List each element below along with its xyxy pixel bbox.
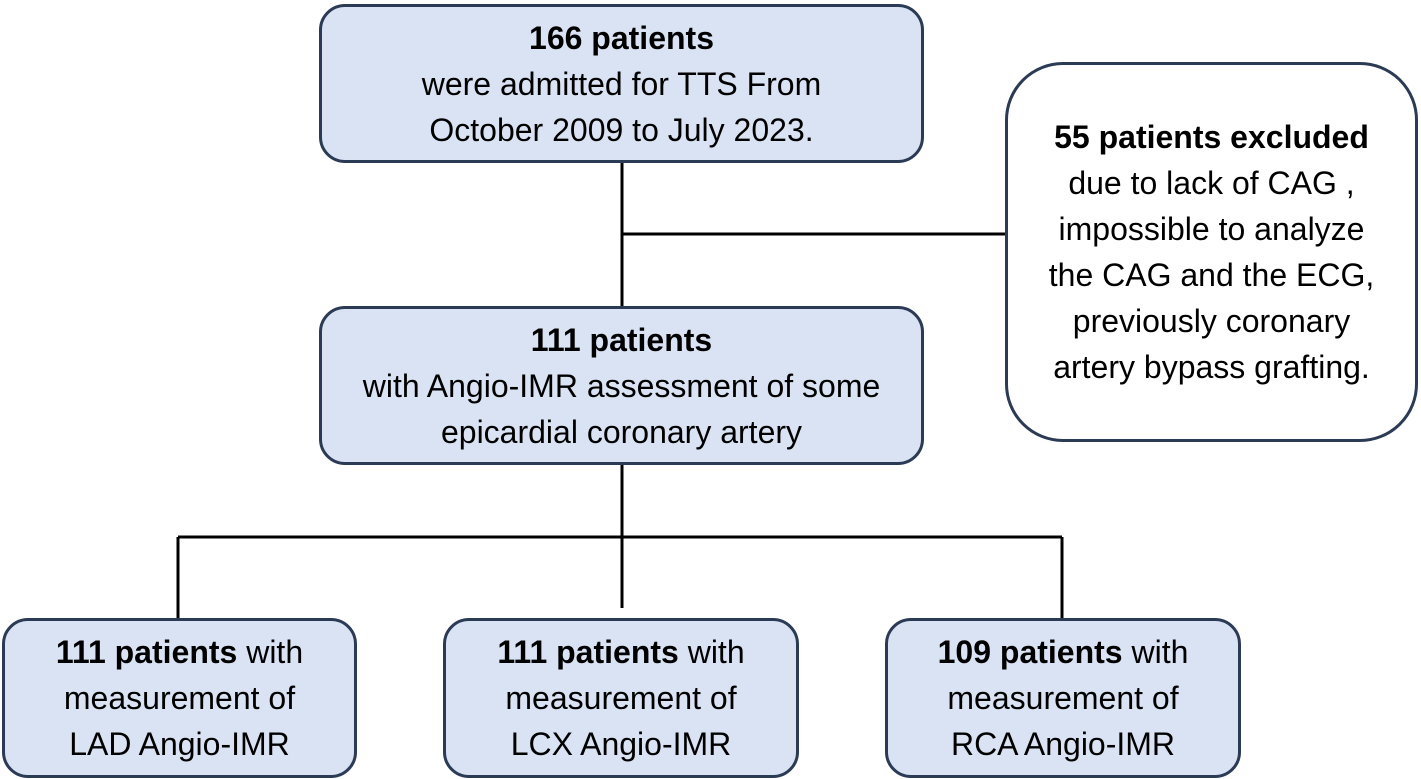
rca-patients-box: 109 patients with measurement of RCA Ang… xyxy=(885,618,1241,778)
rca-description-line2: RCA Angio-IMR xyxy=(950,726,1176,762)
lcx-count-suffix: with xyxy=(678,634,745,670)
lcx-count-line: 111 patients with xyxy=(497,629,744,675)
excluded-reason-line4: previously coronary xyxy=(1072,303,1351,339)
lad-description-line2: LAD Angio-IMR xyxy=(69,726,290,762)
excluded-reason-line3: the CAG and the ECG, xyxy=(1048,257,1375,293)
lad-count-line: 111 patients with xyxy=(56,629,303,675)
rca-count: 109 patients xyxy=(937,634,1123,670)
lad-count: 111 patients xyxy=(55,634,238,670)
lcx-description-line2: LCX Angio-IMR xyxy=(510,726,732,762)
admitted-patients-box: 166 patients were admitted for TTS From … xyxy=(319,4,924,163)
angio-imr-description-line1: with Angio-IMR assessment of some xyxy=(362,367,881,404)
lad-description-line1: measurement of xyxy=(63,680,296,716)
excluded-count: 55 patients excluded xyxy=(1054,119,1369,155)
angio-imr-count: 111 patients xyxy=(530,321,713,358)
admitted-description-line1: were admitted for TTS From xyxy=(421,65,822,102)
rca-count-suffix: with xyxy=(1122,634,1189,670)
lcx-description-line1: measurement of xyxy=(505,680,737,716)
admitted-description-line2: October 2009 to July 2023. xyxy=(429,111,814,148)
admitted-count: 166 patients xyxy=(529,19,714,56)
lad-count-suffix: with xyxy=(237,634,304,670)
rca-count-line: 109 patients with xyxy=(938,629,1189,675)
angio-imr-patients-box: 111 patients with Angio-IMR assessment o… xyxy=(319,306,924,465)
angio-imr-description-line2: epicardial coronary artery xyxy=(440,413,803,450)
excluded-reason-line2: impossible to analyze xyxy=(1058,211,1365,247)
rca-description-line1: measurement of xyxy=(947,680,1179,716)
excluded-reason-line5: artery bypass grafting. xyxy=(1053,349,1370,385)
lcx-patients-box: 111 patients with measurement of LCX Ang… xyxy=(443,618,799,778)
excluded-patients-box: 55 patients excluded due to lack of CAG … xyxy=(1005,62,1418,442)
excluded-reason-line1: due to lack of CAG , xyxy=(1068,165,1355,201)
lcx-count: 111 patients xyxy=(497,634,679,670)
lad-patients-box: 111 patients with measurement of LAD Ang… xyxy=(2,618,357,778)
